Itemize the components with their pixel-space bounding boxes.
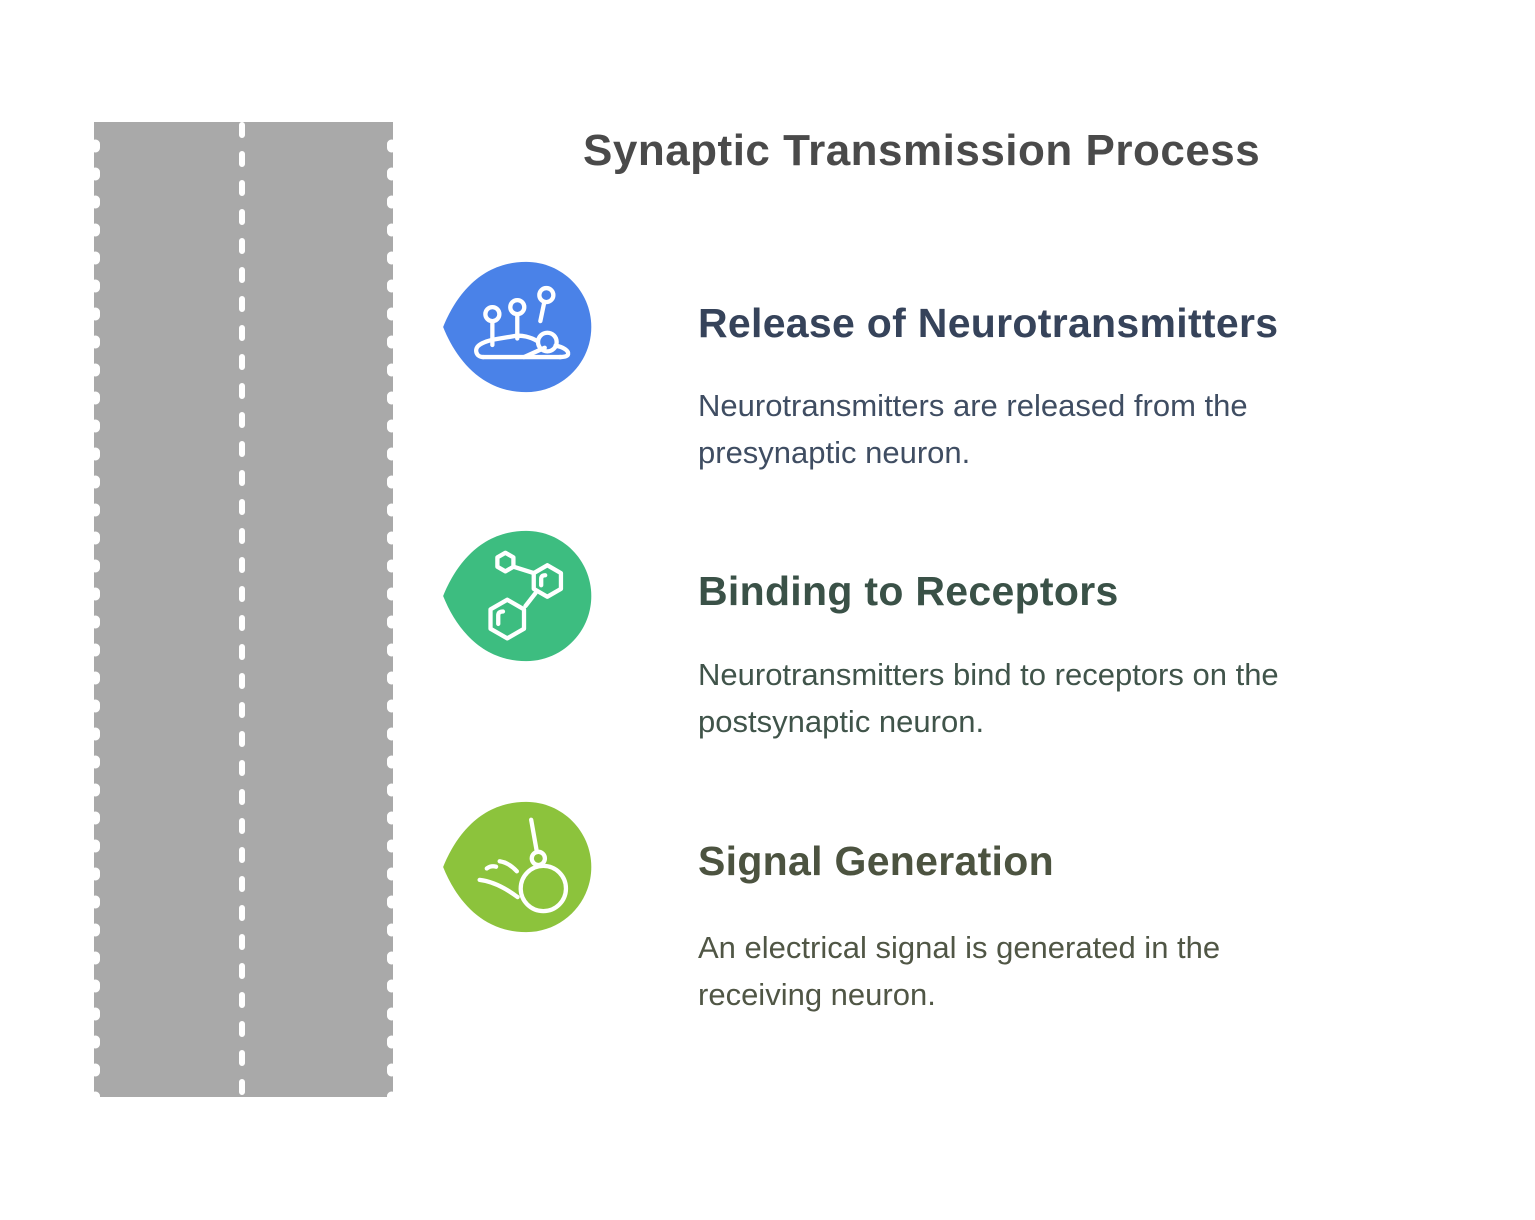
step1-icon-bubble xyxy=(443,261,592,393)
step1-description: Neurotransmitters are released from the … xyxy=(698,388,1248,470)
step3-icon-bubble xyxy=(443,801,592,933)
step2-heading: Binding to Receptors xyxy=(698,568,1119,614)
step2-description: Neurotransmitters bind to receptors on t… xyxy=(698,657,1279,739)
teardrop-shape xyxy=(443,801,592,933)
step1-heading: Release of Neurotransmitters xyxy=(698,300,1279,346)
step2-icon-bubble xyxy=(443,530,592,662)
teardrop-shape xyxy=(443,530,592,662)
pendulum-icon xyxy=(477,817,569,914)
step3-description: An electrical signal is generated in the… xyxy=(698,930,1221,1012)
acupuncture-needles-icon xyxy=(474,285,571,360)
molecule-icon xyxy=(488,550,564,641)
road-graphic xyxy=(94,122,393,1097)
step3-heading: Signal Generation xyxy=(698,838,1054,884)
page-title: Synaptic Transmission Process xyxy=(583,126,1261,175)
